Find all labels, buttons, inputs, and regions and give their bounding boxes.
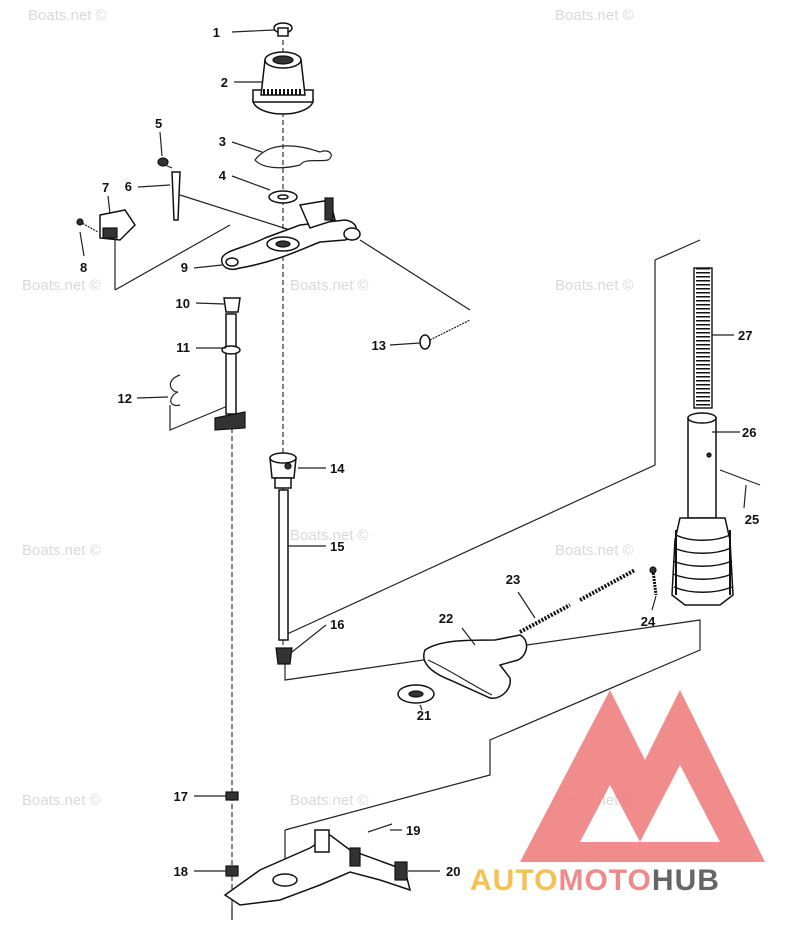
label-3: 3	[219, 134, 226, 149]
watermark: Boats.net ©	[555, 277, 634, 294]
label-27: 27	[738, 328, 752, 343]
part-9-shift-lever	[220, 197, 361, 270]
brand-part-auto: AUTO	[470, 864, 558, 897]
part-17-nut	[225, 791, 239, 801]
part-5-bolt	[157, 157, 173, 169]
watermark: Boats.net ©	[22, 542, 101, 559]
label-21: 21	[417, 708, 431, 723]
leader-lines	[79, 29, 747, 872]
part-16-tip	[275, 647, 293, 665]
part-10-cap	[223, 297, 241, 313]
watermark: Boats.net ©	[290, 277, 369, 294]
label-9: 9	[181, 260, 188, 275]
watermark: Boats.net ©	[290, 527, 369, 544]
part-6-pin	[171, 171, 181, 221]
label-23: 23	[506, 572, 520, 587]
part-20-lower-lever	[223, 829, 412, 920]
part-8-screw	[76, 218, 99, 233]
label-8: 8	[80, 260, 87, 275]
label-17: 17	[174, 789, 188, 804]
label-10: 10	[176, 296, 190, 311]
label-15: 15	[330, 539, 344, 554]
label-26: 26	[742, 425, 756, 440]
part-1-screw	[273, 22, 293, 37]
label-13: 13	[372, 338, 386, 353]
label-25: 25	[745, 512, 759, 527]
label-4: 4	[219, 168, 227, 183]
watermark: Boats.net ©	[28, 7, 107, 24]
part-19-pin	[367, 823, 393, 833]
part-11-shift-rod	[214, 313, 246, 431]
part-3-spring-clip	[254, 145, 332, 169]
brand-wordmark: AUTOMOTOHUB	[470, 864, 720, 897]
part-27-spring	[693, 267, 713, 409]
label-18: 18	[174, 864, 188, 879]
label-2: 2	[221, 75, 228, 90]
part-21-washer	[397, 684, 435, 704]
part-4-washer	[268, 190, 298, 204]
part-25-pin	[719, 469, 761, 486]
watermarks: Boats.net © Boats.net © Boats.net © Boat…	[22, 7, 634, 809]
part-23-springs	[519, 568, 636, 634]
label-11: 11	[176, 340, 190, 355]
label-20: 20	[446, 864, 460, 879]
part-2-gear	[252, 51, 314, 115]
svg-text:AUTOMOTOHUB: AUTOMOTOHUB	[470, 864, 720, 897]
watermark: Boats.net ©	[555, 542, 634, 559]
label-7: 7	[102, 180, 109, 195]
part-26-tube	[671, 412, 734, 606]
part-24-screw	[649, 566, 658, 596]
label-12: 12	[118, 391, 132, 406]
label-16: 16	[330, 617, 344, 632]
watermark: Boats.net ©	[22, 277, 101, 294]
watermark: Boats.net ©	[22, 792, 101, 809]
part-18-nut	[225, 865, 239, 877]
watermark: Boats.net ©	[290, 792, 369, 809]
brand-logo	[520, 690, 765, 862]
part-15-rod	[278, 489, 289, 641]
label-1: 1	[213, 25, 220, 40]
label-22: 22	[439, 611, 453, 626]
watermark: Boats.net ©	[555, 7, 634, 24]
brand-part-hub: HUB	[652, 864, 720, 897]
part-14-coupling	[269, 452, 297, 489]
label-6: 6	[125, 179, 132, 194]
triangle-logo-icon	[520, 690, 765, 862]
label-14: 14	[330, 461, 345, 476]
part-7-clamp	[99, 209, 136, 241]
label-19: 19	[406, 823, 420, 838]
label-24: 24	[641, 614, 656, 629]
brand-part-moto: MOTO	[558, 864, 651, 897]
label-5: 5	[155, 116, 162, 131]
part-13-bolt	[419, 319, 471, 350]
callout-labels: 1 2 3 4 5 6 7 8 9 10 11 12 13 14 15 16 1…	[80, 25, 759, 879]
part-12-hairpin-clip	[169, 374, 181, 407]
